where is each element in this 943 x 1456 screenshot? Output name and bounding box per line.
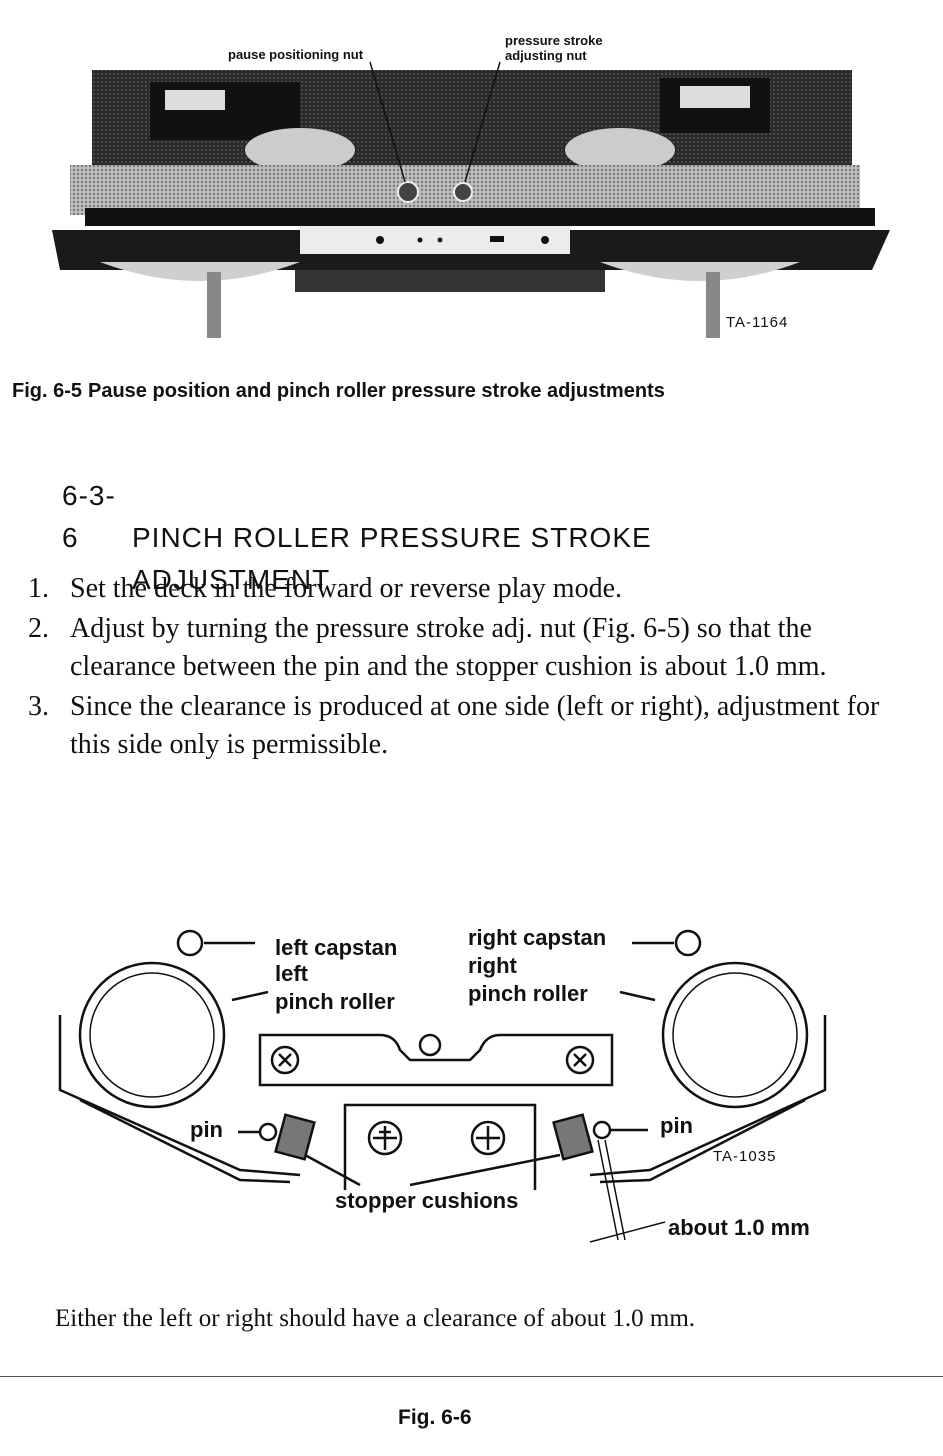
label-clearance: about 1.0 mm <box>668 1215 810 1240</box>
step-item: 1. Set the deck in the forward or reverse… <box>28 570 908 608</box>
right-pinch-roller-shape <box>661 961 809 1109</box>
step-text: Set the deck in the forward or reverse p… <box>70 573 623 604</box>
photo-code: TA-1164 <box>726 314 789 331</box>
step-text: Adjust by turning the pressure stroke ad… <box>70 613 827 682</box>
fig65-number: Fig. 6-5 <box>12 380 83 402</box>
step-number: 3. <box>28 691 49 722</box>
step-item: 2. Adjust by turning the pressure stroke … <box>28 610 908 686</box>
steps-list: 1. Set the deck in the forward or reverse… <box>28 570 908 766</box>
label-right-capstan: right capstan <box>468 925 607 950</box>
left-capstan-shape <box>176 929 204 957</box>
diagram-drawing <box>58 929 827 1243</box>
label-left-pinch-2: pinch roller <box>275 989 395 1014</box>
step-number: 2. <box>28 613 49 644</box>
label-right-pinch-2: pinch roller <box>468 981 588 1006</box>
label-left-pinch-1: left <box>275 961 308 986</box>
step-text: Since the clearance is produced at one s… <box>70 691 880 760</box>
step-item: 3. Since the clearance is produced at one… <box>28 688 908 764</box>
right-stopper-cushion-shape <box>552 1113 594 1161</box>
divider-rule <box>0 1376 943 1377</box>
section-title-line2: ADJUSTMENT <box>132 564 331 595</box>
label-stopper-cushions: stopper cushions <box>335 1188 519 1213</box>
section-number: 6-3-6 <box>62 480 116 553</box>
left-pinch-roller-shape <box>78 961 226 1109</box>
label-pin-left: pin <box>190 1117 223 1142</box>
diagram-code: TA-1035 <box>713 1148 777 1165</box>
deck-photo <box>52 61 890 338</box>
left-stopper-cushion-shape <box>274 1113 316 1161</box>
right-capstan-shape <box>674 929 702 957</box>
callout-pause-nut: pause positioning nut <box>228 47 364 62</box>
label-pin-right: pin <box>660 1113 693 1138</box>
fig65-text: Pause position and pinch roller pressure… <box>88 380 665 402</box>
callout-pressure-nut-line1: pressure stroke <box>505 33 603 48</box>
section-title-line1: PINCH ROLLER PRESSURE STROKE <box>132 522 652 553</box>
label-left-capstan: left capstan <box>275 935 398 960</box>
step-number: 1. <box>28 573 49 604</box>
clearance-note: Either the left or right should have a c… <box>55 1305 696 1332</box>
pinch-roller-diagram: left capstan left pinch roller right cap… <box>0 900 943 1260</box>
fig66-caption: Fig. 6-6 <box>398 1406 472 1429</box>
label-right-pinch-1: right <box>468 953 517 978</box>
callout-pressure-nut-line2: adjusting nut <box>505 48 587 63</box>
photo-figure: pause positioning nut pressure stroke ad… <box>0 0 943 345</box>
